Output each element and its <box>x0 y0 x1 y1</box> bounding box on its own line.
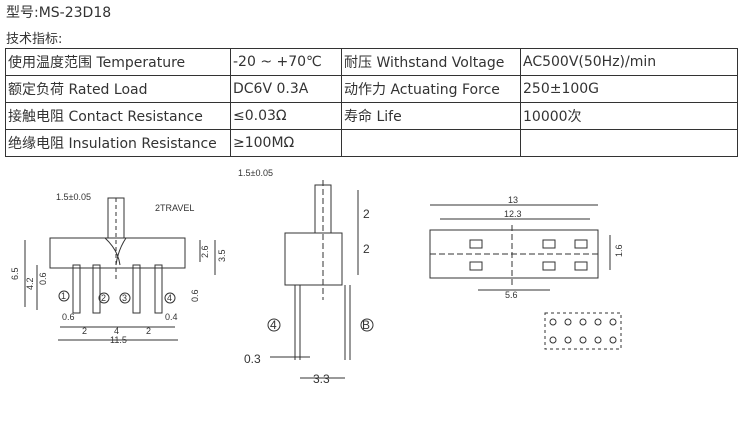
table-row: 使用温度范围 Temperature -20 ~ +70℃ 耐压 Withsta… <box>5 48 738 76</box>
front-pitch-3: 2 <box>146 326 151 336</box>
table-cell: ≥100MΩ <box>230 129 342 157</box>
front-h42: 4.2 <box>25 277 35 290</box>
pin-label: 4 <box>167 293 172 303</box>
table-cell: ≤0.03Ω <box>230 102 342 130</box>
side-shaft-dim: 1.5±0.05 <box>238 168 273 178</box>
front-pitch-2: 4 <box>114 326 119 336</box>
spec-heading: 技术指标: <box>6 32 63 47</box>
table-cell: AC500V(50Hz)/min <box>520 48 738 76</box>
side-w33: 3.3 <box>313 372 330 386</box>
side-pin-b: B <box>362 318 370 332</box>
table-cell: 耐压 Withstand Voltage <box>341 48 521 76</box>
front-h35: 3.5 <box>217 249 227 262</box>
front-h06a: 0.6 <box>38 272 48 285</box>
top-view-drawing <box>429 204 611 291</box>
table-row: 绝缘电阻 Insulation Resistance ≥100MΩ <box>5 129 738 157</box>
side-view-drawing <box>267 180 374 379</box>
table-cell <box>520 129 738 157</box>
front-h65: 6.5 <box>10 267 20 280</box>
top-w123: 12.3 <box>504 209 522 219</box>
front-view-drawing <box>24 197 216 341</box>
pin-hole-pattern <box>544 312 622 350</box>
table-cell: 动作力 Actuating Force <box>341 75 521 103</box>
top-w13: 13 <box>508 195 518 205</box>
front-shaft-dim: 1.5±0.05 <box>56 192 91 202</box>
side-h1: 2 <box>363 207 370 221</box>
side-w03: 0.3 <box>244 352 261 366</box>
table-row: 额定负荷 Rated Load DC6V 0.3A 动作力 Actuating … <box>5 75 738 103</box>
table-cell: 250±100G <box>520 75 738 103</box>
table-cell: DC6V 0.3A <box>230 75 342 103</box>
front-w06: 0.6 <box>62 312 75 322</box>
spec-table: 使用温度范围 Temperature -20 ~ +70℃ 耐压 Withsta… <box>5 48 738 157</box>
pin-label: 1 <box>61 291 66 301</box>
front-pitch-1: 2 <box>82 326 87 336</box>
front-travel-dim: 2TRAVEL <box>155 203 194 213</box>
pin-label: 3 <box>122 293 127 303</box>
table-cell <box>341 129 521 157</box>
front-w04: 0.4 <box>165 312 178 322</box>
side-h2: 2 <box>363 242 370 256</box>
front-total: 11.5 <box>110 335 127 345</box>
side-pin-a: 4 <box>270 318 277 332</box>
top-w56: 5.6 <box>505 290 518 300</box>
front-h26: 2.6 <box>200 245 210 258</box>
table-cell: 接触电阻 Contact Resistance <box>5 102 231 130</box>
table-cell: 绝缘电阻 Insulation Resistance <box>5 129 231 157</box>
top-h16: 1.6 <box>614 244 624 257</box>
table-cell: 额定负荷 Rated Load <box>5 75 231 103</box>
pin-label: 2 <box>101 293 106 303</box>
model-title: 型号:MS-23D18 <box>6 5 112 21</box>
front-h06b: 0.6 <box>190 289 200 302</box>
table-cell: 使用温度范围 Temperature <box>5 48 231 76</box>
